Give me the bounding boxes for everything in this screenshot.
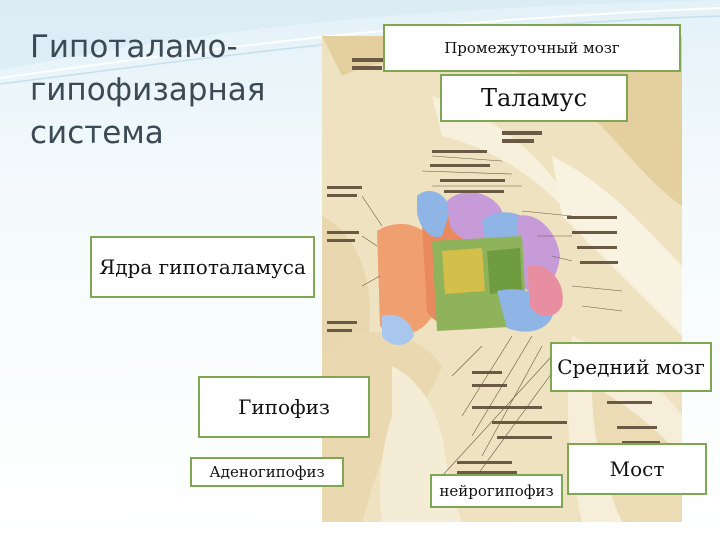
label-thalamus: Таламус: [440, 74, 628, 122]
label-diencephalon: Промежуточный мозг: [383, 24, 681, 72]
nucleus-orange-1: [377, 224, 432, 335]
label-midbrain: Средний мозг: [550, 342, 712, 392]
label-hypothalamic-nuclei: Ядра гипоталамуса: [90, 236, 315, 298]
title-line-3: система: [30, 115, 164, 151]
nucleus-yellow: [442, 248, 485, 294]
label-hypophysis: Гипофиз: [198, 376, 370, 438]
nucleus-blue-1: [417, 191, 450, 237]
title-line-1: Гипоталамо-: [30, 29, 238, 65]
title-line-2: гипофизарная: [30, 72, 266, 108]
slide-title: Гипоталамо- гипофизарная система: [30, 26, 320, 155]
label-pons: Мост: [567, 443, 707, 495]
label-neurohypophysis: нейрогипофиз: [430, 474, 563, 508]
nucleus-pink: [527, 265, 563, 317]
label-adenohypophysis: Аденогипофиз: [190, 457, 344, 487]
